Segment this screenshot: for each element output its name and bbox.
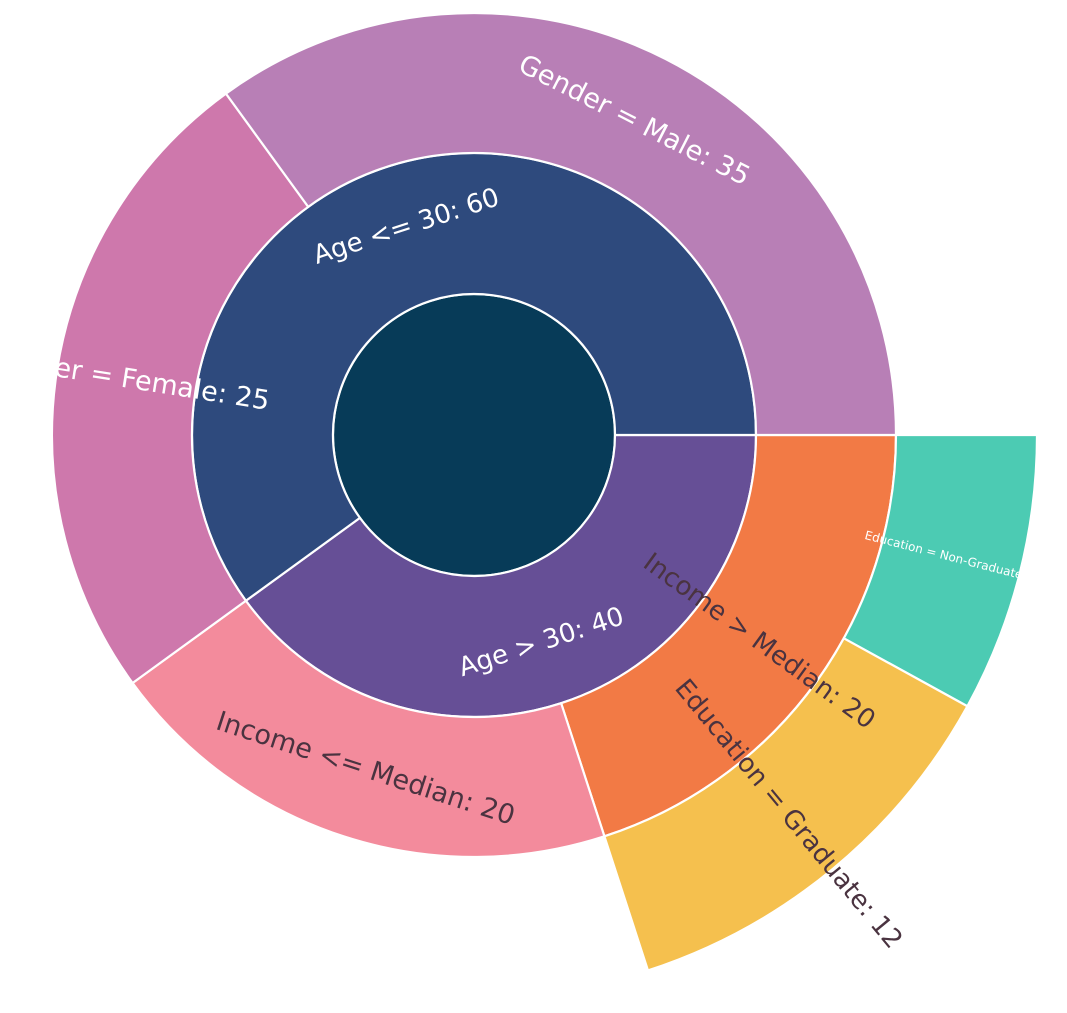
segments-layer [50, 11, 1039, 972]
sunburst-segment-gender-female[interactable] [50, 92, 310, 685]
sunburst-segment-edu-graduate[interactable] [603, 637, 969, 972]
sunburst-root[interactable] [331, 292, 617, 578]
sunburst-segment-gender-male[interactable] [224, 11, 898, 437]
sunburst-segment-income-le-median[interactable] [131, 599, 606, 859]
